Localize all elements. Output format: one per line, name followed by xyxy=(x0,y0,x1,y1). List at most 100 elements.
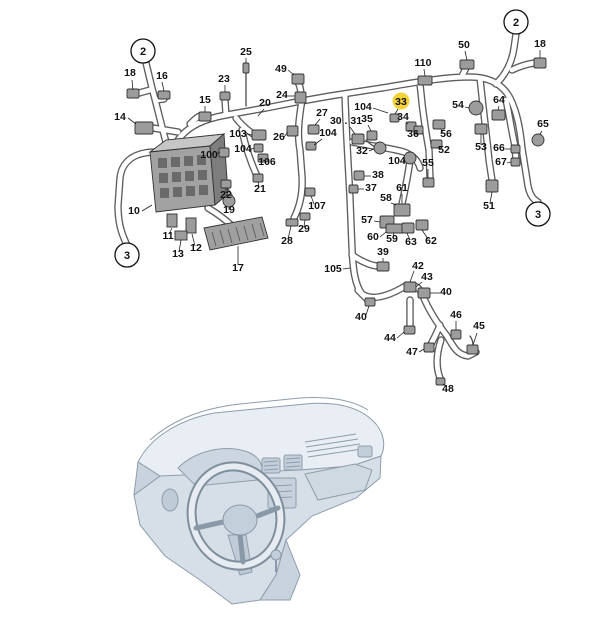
callout-number: 18 xyxy=(534,38,546,50)
callout-number: 104 xyxy=(234,143,252,155)
callout-number: 59 xyxy=(386,233,398,245)
connector-104-b xyxy=(305,141,317,151)
callout-number: 12 xyxy=(190,242,202,254)
connector-40-right xyxy=(417,287,431,299)
callout-number: 29 xyxy=(298,223,310,235)
connector-14 xyxy=(134,121,154,135)
leader-line xyxy=(437,146,441,150)
leader-line xyxy=(442,383,447,387)
connector-49 xyxy=(291,73,305,85)
connector-63 xyxy=(401,222,415,234)
leader-line xyxy=(489,191,493,204)
leader-line xyxy=(497,105,500,111)
leader-line xyxy=(464,50,468,61)
callout-number: 50 xyxy=(458,39,470,51)
callout-number: 38 xyxy=(372,169,384,181)
leader-line xyxy=(392,232,395,238)
connector-24 xyxy=(294,91,307,104)
connector-27 xyxy=(307,124,320,135)
connector-50 xyxy=(459,59,475,70)
connector-104-a xyxy=(253,143,264,153)
connector-26 xyxy=(286,125,299,137)
callout-number: 19 xyxy=(223,204,235,216)
callout-number: 66 xyxy=(493,142,505,154)
connector-29 xyxy=(299,212,311,221)
connection-marker-3-right: 3 xyxy=(525,201,551,227)
callout-number: 34 xyxy=(397,111,409,123)
callout-number: 35 xyxy=(361,113,373,125)
callout-number: 17 xyxy=(232,262,244,274)
leader-line xyxy=(314,118,321,126)
defroster-grille xyxy=(304,433,363,458)
leader-line xyxy=(418,348,425,353)
connector-52 xyxy=(430,139,443,149)
leader-line xyxy=(394,108,399,115)
callout-number: 110 xyxy=(415,57,432,69)
callout-number: 63 xyxy=(405,236,417,248)
relay-11 xyxy=(166,213,178,228)
grommet-104-c xyxy=(403,151,417,165)
connector-64 xyxy=(491,109,506,121)
callout-number: 13 xyxy=(172,248,184,260)
fuse-box-10 xyxy=(148,133,229,213)
connector-107 xyxy=(304,187,316,197)
harness-segment-h16 xyxy=(225,100,226,115)
center-tunnel xyxy=(259,538,301,601)
steering-wheel-rim xyxy=(188,463,284,569)
callout-number: 107 xyxy=(308,200,326,212)
callout-number: 25 xyxy=(240,46,252,58)
connector-106 xyxy=(257,153,269,163)
leader-line xyxy=(423,68,426,77)
connector-30-31 xyxy=(351,133,365,145)
callout-number: 22 xyxy=(220,189,232,201)
right-air-vent xyxy=(357,445,373,458)
center-air-vents xyxy=(261,454,303,474)
callout-number: 27 xyxy=(316,107,328,119)
connector-60-59 xyxy=(385,223,405,234)
callout-number: 54 xyxy=(452,99,464,111)
leader-line xyxy=(303,219,306,228)
leader-line xyxy=(257,108,265,117)
callout-number: 56 xyxy=(440,128,452,140)
leader-line xyxy=(246,133,253,136)
leader-line xyxy=(365,305,370,316)
control-unit-17 xyxy=(203,216,269,251)
connector-55 xyxy=(422,177,435,188)
connector-35 xyxy=(366,130,378,141)
connector-103 xyxy=(251,129,267,141)
callout-number: 42 xyxy=(412,260,424,272)
connector-110 xyxy=(417,75,433,86)
leader-line xyxy=(372,107,389,114)
callout-number: 46 xyxy=(450,309,462,321)
leader-line xyxy=(409,270,415,283)
connection-marker-label: 2 xyxy=(140,46,146,58)
highlight-marker xyxy=(392,92,410,110)
leader-line xyxy=(539,130,543,135)
leader-line xyxy=(406,232,411,241)
callout-number: 43 xyxy=(421,271,433,283)
callout-number: 32 xyxy=(356,145,368,157)
connector-39 xyxy=(376,261,390,272)
connector-45 xyxy=(466,344,479,355)
leader-line xyxy=(257,181,260,188)
callout-number: 44 xyxy=(384,332,396,344)
leader-line xyxy=(161,81,165,92)
leader-line xyxy=(415,281,423,288)
leader-line xyxy=(390,202,397,206)
callout-number: 45 xyxy=(473,320,485,332)
callout-number: 26 xyxy=(273,131,285,143)
leader-line xyxy=(472,332,478,346)
callout-number-highlighted: 33 xyxy=(395,96,407,108)
callout-number: 62 xyxy=(425,235,437,247)
leader-line xyxy=(250,147,255,150)
leader-line xyxy=(215,151,221,155)
callout-number: 100 xyxy=(200,149,218,161)
connector-51 xyxy=(485,179,499,193)
callout-number: 48 xyxy=(442,383,454,395)
callout-number: 58 xyxy=(380,192,392,204)
callout-number: 18 xyxy=(124,67,136,79)
connector-58-61 xyxy=(393,203,411,217)
leader-line xyxy=(373,220,381,223)
windshield-edge xyxy=(149,397,369,441)
leader-line xyxy=(405,122,409,125)
